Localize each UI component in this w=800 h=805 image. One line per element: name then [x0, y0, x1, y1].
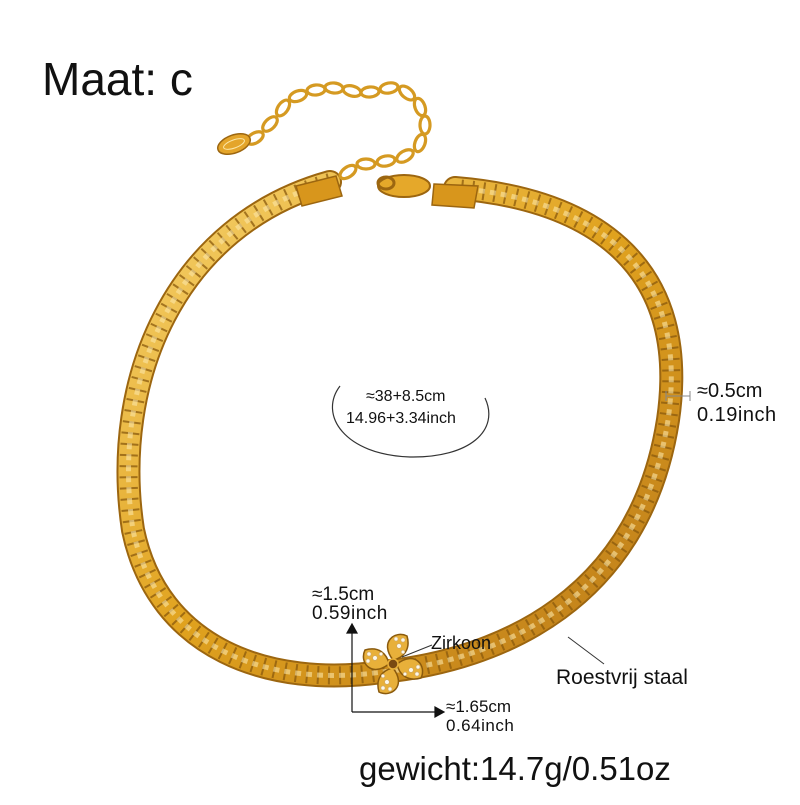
lobster-clasp [376, 174, 431, 198]
weight-label: gewicht:14.7g/0.51oz [359, 750, 671, 787]
zirkoon-leader-line [401, 644, 433, 658]
pendant-dimension-arrows [345, 622, 446, 719]
length-arc [331, 385, 490, 458]
chain-width-cm-label: ≈0.5cm [697, 380, 763, 402]
curb-chain [116, 170, 684, 688]
pendant-height-cm-label: ≈1.5cm [312, 584, 375, 605]
length-inch-label: 14.96+3.34inch [346, 410, 456, 427]
extension-chain [245, 81, 432, 181]
pendant-width-inch-label: 0.64inch [446, 716, 515, 735]
width-marker [665, 391, 691, 401]
chain-width-inch-label: 0.19inch [697, 404, 777, 426]
end-caps [295, 175, 479, 209]
size-title: Maat: c [42, 53, 193, 105]
material-label: Roestvrij staal [556, 666, 688, 689]
pendant-width-cm-label: ≈1.65cm [446, 697, 512, 716]
length-cm-label: ≈38+8.5cm [366, 388, 446, 405]
logo-tag [216, 132, 252, 156]
clover-pendant [362, 633, 424, 695]
stone-label: Zirkoon [431, 633, 492, 653]
pendant-height-inch-label: 0.59inch [312, 603, 388, 624]
steel-leader-line [567, 636, 605, 665]
